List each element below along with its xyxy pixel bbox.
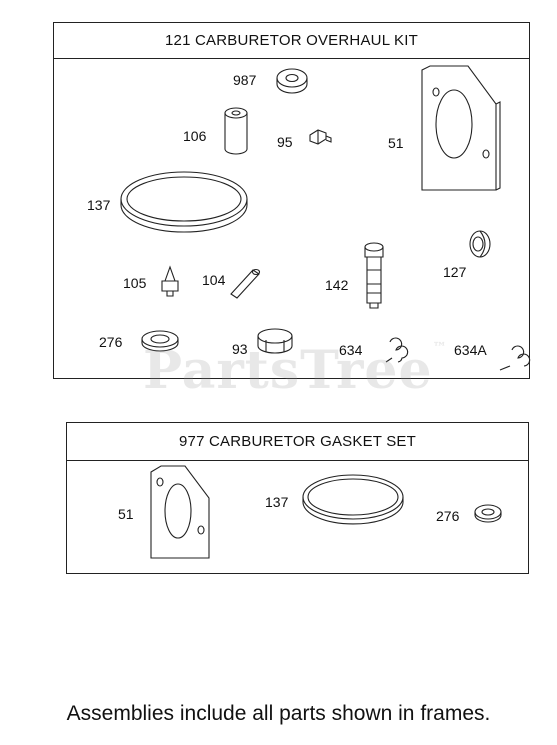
part-142-drawing (364, 242, 384, 309)
gasket-276-washer-drawing (474, 504, 502, 523)
part-634-drawing (385, 337, 409, 363)
part-276-drawing (141, 330, 179, 352)
watermark-text: PartsTree (143, 340, 433, 401)
part-51-plate-drawing (421, 65, 501, 191)
gasket-label-137: 137 (265, 494, 289, 510)
part-104-drawing (230, 268, 261, 299)
label-987: 987 (233, 72, 257, 88)
label-93: 93 (232, 341, 248, 357)
label-634a: 634A (454, 342, 487, 358)
part-137-ring-drawing (120, 171, 248, 233)
part-105-drawing (161, 265, 179, 297)
gasket-label-276: 276 (436, 508, 460, 524)
label-95: 95 (277, 134, 293, 150)
label-104: 104 (202, 272, 226, 288)
part-987-drawing (276, 68, 308, 94)
gasket-set-frame: 977 CARBURETOR GASKET SET (66, 422, 529, 574)
assemblies-footnote: Assemblies include all parts shown in fr… (66, 702, 491, 725)
partstree-watermark: PartsTree™ (143, 340, 448, 401)
watermark-trademark: ™ (432, 340, 448, 356)
overhaul-kit-frame: 121 CARBURETOR OVERHAUL KIT (53, 22, 530, 379)
gasket-137-ring-drawing (302, 474, 404, 525)
label-276: 276 (99, 334, 123, 350)
label-634: 634 (339, 342, 363, 358)
label-106: 106 (183, 128, 207, 144)
part-106-drawing (224, 107, 248, 155)
label-105: 105 (123, 275, 147, 291)
part-93-drawing (257, 328, 293, 354)
part-634a-drawing (499, 345, 531, 371)
label-137: 137 (87, 197, 111, 213)
gasket-51-plate-drawing (150, 465, 210, 559)
gasket-label-51: 51 (118, 506, 134, 522)
gasket-set-title: 977 CARBURETOR GASKET SET (67, 423, 528, 461)
label-142: 142 (325, 277, 349, 293)
label-127: 127 (443, 264, 467, 280)
part-127-drawing (469, 230, 491, 258)
label-51: 51 (388, 135, 404, 151)
part-95-drawing (309, 129, 332, 145)
overhaul-kit-title: 121 CARBURETOR OVERHAUL KIT (54, 23, 529, 59)
